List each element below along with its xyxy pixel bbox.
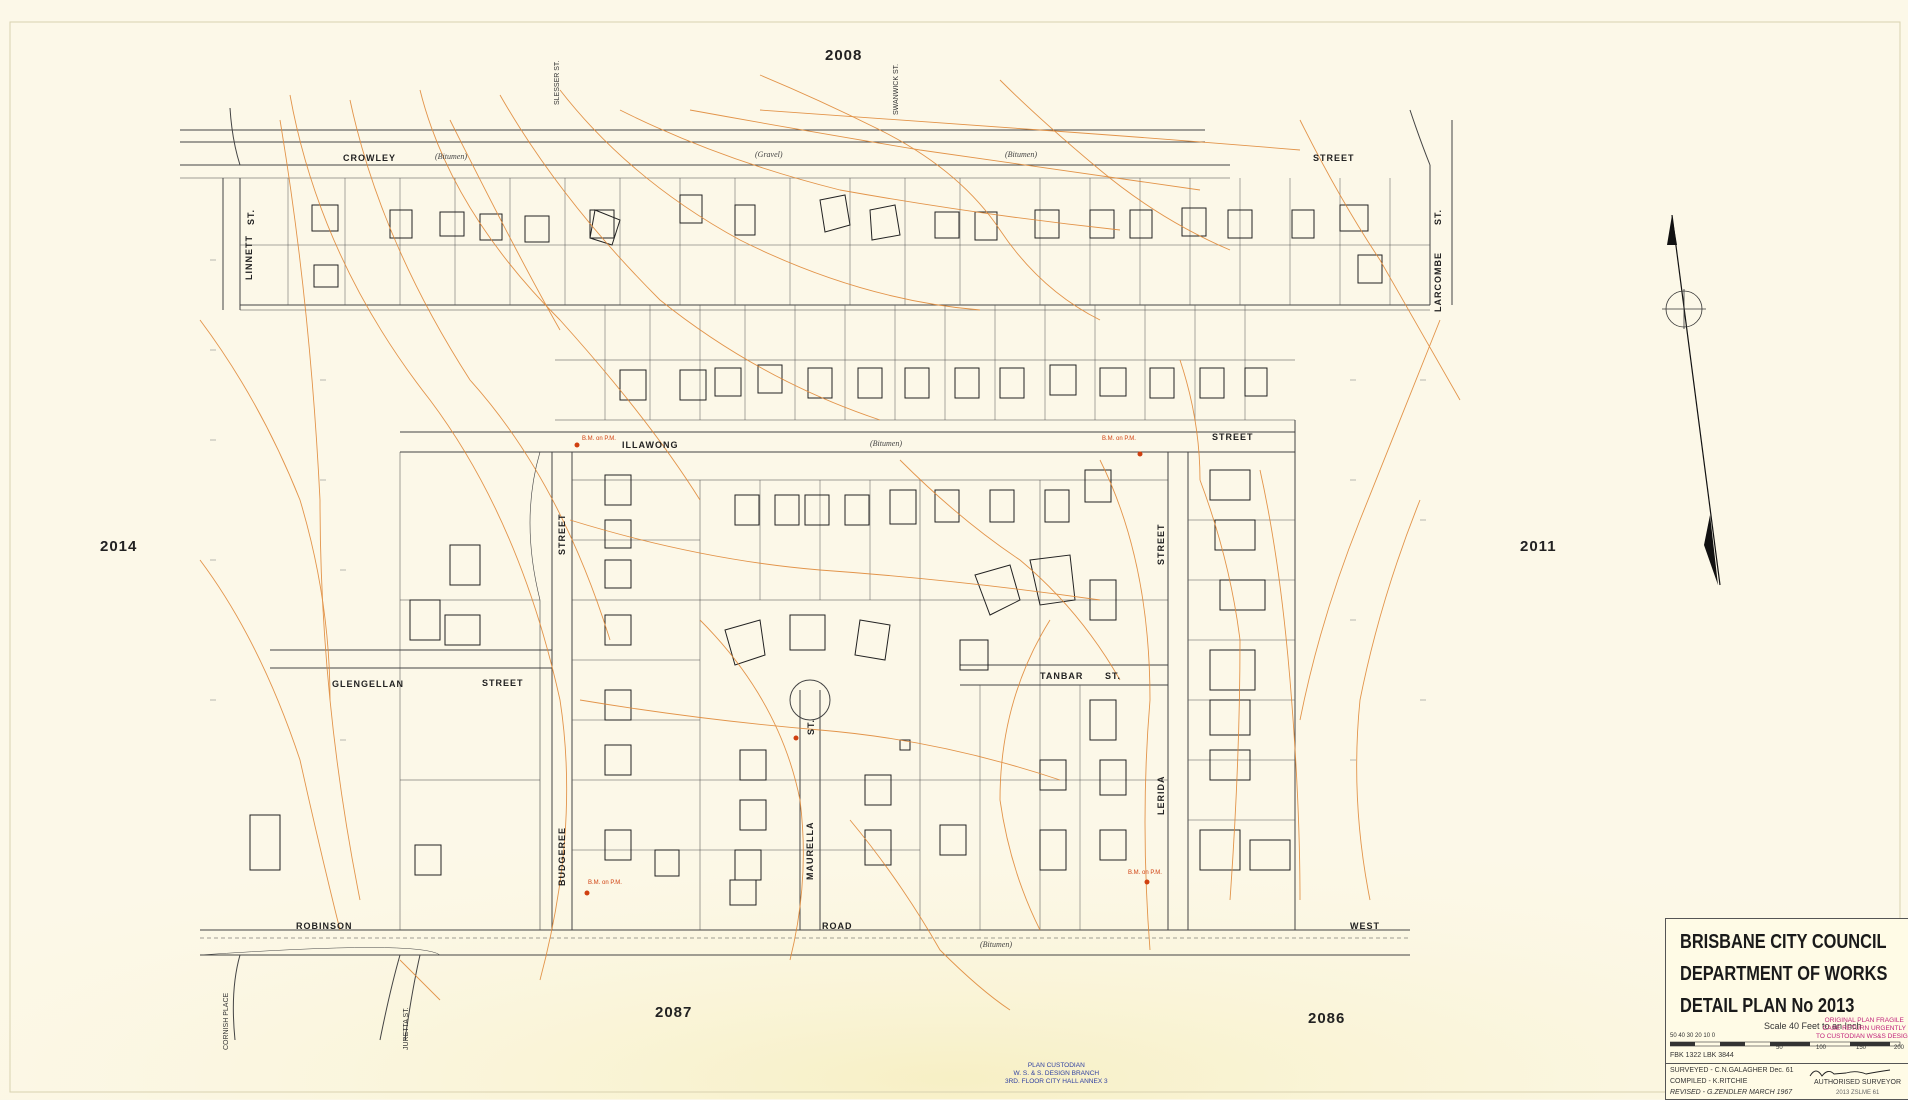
scale-bar — [1670, 1041, 1901, 1047]
spot-heights — [210, 259, 1426, 761]
fragile-line: CASE RETURN URGENTLY — [1822, 1025, 1906, 1032]
surface-label: (Bitumen) — [980, 940, 1012, 949]
street-label-linnett: LINNETT — [244, 235, 254, 280]
custodian-line: 3RD. FLOOR CITY HALL ANNEX 3 — [1005, 1078, 1108, 1085]
adjoining-plan-south-left: 2087 — [655, 1004, 693, 1021]
street-label-west: WEST — [1350, 921, 1380, 931]
scale-label: Scale 40 Feet to an Inch — [1764, 1021, 1862, 1031]
street-label-illawong: ILLAWONG — [622, 440, 679, 450]
pencil-note: 2013 ZSLME 61 — [1836, 1090, 1880, 1096]
contour-lines — [199, 74, 1461, 1011]
title-council: BRISBANE CITY COUNCIL — [1680, 931, 1887, 953]
street-label-larcombe: LARCOMBE — [1433, 252, 1443, 312]
north-arrow-icon — [1662, 215, 1721, 586]
benchmark-icon — [584, 890, 590, 896]
reference-label: FBK 1322 LBK 3844 — [1670, 1052, 1734, 1059]
street-label-robinson: ROBINSON — [296, 921, 353, 931]
street-label-illawong-street: STREET — [1212, 432, 1254, 442]
title-block: BRISBANE CITY COUNCIL DEPARTMENT OF WORK… — [1665, 918, 1908, 1100]
surface-label: (Bitumen) — [870, 439, 902, 448]
fragile-line: ORIGINAL PLAN FRAGILE — [1824, 1017, 1904, 1024]
title-plan-number: DETAIL PLAN No 2013 — [1680, 995, 1855, 1017]
scale-tick: 200 — [1894, 1045, 1905, 1051]
benchmark-note: B.M. on P.M. — [588, 880, 622, 886]
street-label-swanwick: SWANWICK ST. — [893, 63, 900, 115]
benchmark-icon — [1137, 451, 1143, 457]
street-label-cornish: CORNISH PLACE — [223, 992, 230, 1050]
street-label-maurella-st: ST. — [806, 718, 816, 735]
surveyed-by: SURVEYED - C.N.GALAGHER Dec. 61 — [1670, 1067, 1794, 1074]
custodian-line: PLAN CUSTODIAN — [1027, 1062, 1085, 1069]
street-label-budgeree: BUDGEREE — [557, 826, 567, 886]
benchmark-icon — [793, 735, 799, 741]
benchmark-icons — [574, 442, 1150, 896]
title-department: DEPARTMENT OF WORKS — [1680, 963, 1888, 985]
scale-tick: 100 — [1816, 1045, 1827, 1051]
street-label-lerida-street: STREET — [1156, 523, 1166, 565]
adjoining-plan-south-right: 2086 — [1308, 1010, 1346, 1027]
surface-label: (Bitumen) — [435, 152, 467, 161]
benchmark-icon — [574, 442, 580, 448]
benchmark-note: B.M. on P.M. — [1128, 870, 1162, 876]
street-label-tanbar: TANBAR — [1040, 671, 1084, 681]
street-label-slesser: SLESSER ST. — [554, 60, 561, 105]
adjoining-plan-west: 2014 — [100, 538, 138, 555]
street-label-maurella: MAURELLA — [805, 821, 815, 881]
custodian-stamp: PLAN CUSTODIAN W. S. & S. DESIGN BRANCH … — [1005, 1062, 1108, 1086]
street-label-road: ROAD — [822, 921, 853, 931]
street-label-juretta: JURETTA ST. — [403, 1007, 410, 1050]
benchmark-note: B.M. on P.M. — [1102, 436, 1136, 442]
compiled-by: COMPILED - K.RITCHIE — [1670, 1078, 1748, 1085]
street-label-budgeree-street: STREET — [557, 513, 567, 555]
fragile-line: TO CUSTODIAN WS&S DESIGN — [1816, 1033, 1908, 1040]
fragile-stamp: ORIGINAL PLAN FRAGILE CASE RETURN URGENT… — [1816, 1017, 1908, 1041]
street-label-glengellan: GLENGELLAN — [332, 679, 404, 689]
adjoining-plan-east: 2011 — [1520, 538, 1557, 555]
street-label-linnett-st: ST. — [246, 208, 256, 225]
scale-tick: 150 — [1856, 1045, 1867, 1051]
scale-tick: 50 — [1776, 1045, 1783, 1051]
scale-tick: 50 40 30 20 10 0 — [1670, 1033, 1716, 1039]
surface-label: (Gravel) — [755, 150, 783, 159]
surface-label: (Bitumen) — [1005, 150, 1037, 159]
surveyor-signature — [1809, 1069, 1891, 1077]
street-label-crowley-street: STREET — [1313, 153, 1355, 163]
custodian-line: W. S. & S. DESIGN BRANCH — [1013, 1070, 1100, 1077]
revised-by: REVISED - G.ZENDLER MARCH 1967 — [1670, 1089, 1793, 1096]
street-label-tanbar-st: ST. — [1105, 671, 1122, 681]
benchmark-icon — [1144, 879, 1150, 885]
authorised-surveyor: AUTHORISED SURVEYOR — [1814, 1079, 1901, 1086]
street-label-lerida: LERIDA — [1156, 775, 1166, 816]
street-label-larcombe-st: ST. — [1433, 208, 1443, 225]
street-label-crowley: CROWLEY — [343, 153, 396, 163]
benchmark-note: B.M. on P.M. — [582, 436, 616, 442]
building-footprints — [249, 194, 1383, 906]
street-label-glengellan-street: STREET — [482, 678, 524, 688]
adjoining-plan-north: 2008 — [825, 47, 863, 64]
